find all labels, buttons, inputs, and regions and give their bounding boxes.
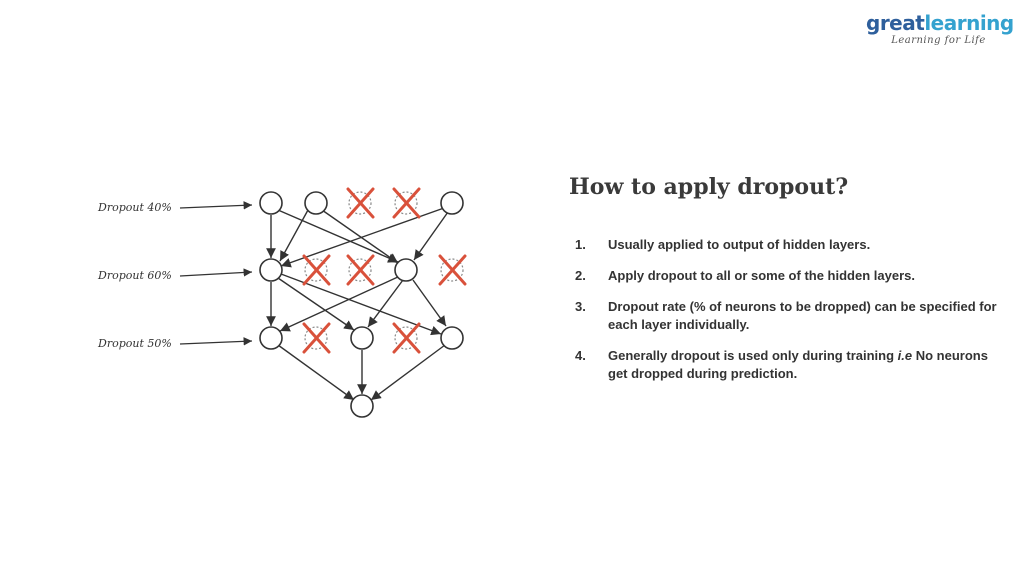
edge	[321, 209, 399, 264]
edge	[277, 209, 399, 263]
neuron	[440, 191, 464, 215]
edge	[413, 211, 449, 261]
slide-title: How to apply dropout?	[569, 174, 849, 200]
logo-wordmark: greatlearning	[866, 11, 1014, 35]
neuron	[304, 191, 328, 215]
label-arrow-1	[179, 201, 253, 210]
drop-cross-icon	[346, 254, 375, 286]
list-item-number: 1.	[575, 237, 586, 252]
drop-cross-icon	[392, 322, 421, 354]
neuron	[350, 326, 374, 350]
list-item-text: Generally dropout is used only during tr…	[608, 348, 988, 381]
neuron	[259, 326, 283, 350]
dropout-label-layer-3: Dropout 50%	[97, 337, 172, 350]
drop-cross-icon	[438, 254, 467, 286]
label-arrow-2	[179, 268, 253, 277]
edge	[279, 275, 401, 332]
neuron	[259, 191, 283, 215]
list-item-number: 4.	[575, 348, 586, 363]
drop-cross-icon	[302, 322, 331, 354]
list-item-text: Dropout rate (% of neurons to be dropped…	[608, 299, 997, 332]
edge	[370, 344, 446, 401]
drop-cross-icon	[302, 254, 331, 286]
edge	[279, 209, 309, 262]
neuron	[440, 326, 464, 350]
list-item: 4. Generally dropout is used only during…	[575, 347, 1005, 383]
dropout-label-layer-2: Dropout 60%	[97, 269, 172, 282]
dropout-points-list: 1. Usually applied to output of hidden l…	[575, 236, 1005, 396]
list-item-number: 2.	[575, 268, 586, 283]
edge	[367, 279, 404, 328]
label-arrow-3	[179, 337, 253, 346]
list-item-number: 3.	[575, 299, 586, 314]
list-item: 1. Usually applied to output of hidden l…	[575, 236, 1005, 254]
edge	[277, 277, 355, 331]
output-neuron	[350, 394, 374, 418]
dropout-network-diagram: Dropout 40% Dropout 60% Dropout 50%	[97, 187, 467, 418]
drop-cross-icon	[392, 187, 421, 219]
edge	[277, 344, 355, 401]
logo-tagline: Learning for Life	[891, 35, 986, 46]
list-item-text: Usually applied to output of hidden laye…	[608, 237, 871, 252]
dropout-label-layer-1: Dropout 40%	[97, 201, 172, 214]
greatlearning-logo: greatlearning Learning for Life	[866, 11, 1014, 46]
list-item-text: Apply dropout to all or some of the hidd…	[608, 268, 915, 283]
neuron	[259, 258, 283, 282]
drop-cross-icon	[346, 187, 375, 219]
edge	[280, 273, 442, 336]
edge	[280, 207, 445, 268]
neuron	[394, 258, 418, 282]
edge	[412, 279, 447, 327]
list-item: 2. Apply dropout to all or some of the h…	[575, 267, 1005, 285]
italic-ie: i.e	[897, 348, 913, 363]
list-item: 3. Dropout rate (% of neurons to be drop…	[575, 298, 1005, 334]
